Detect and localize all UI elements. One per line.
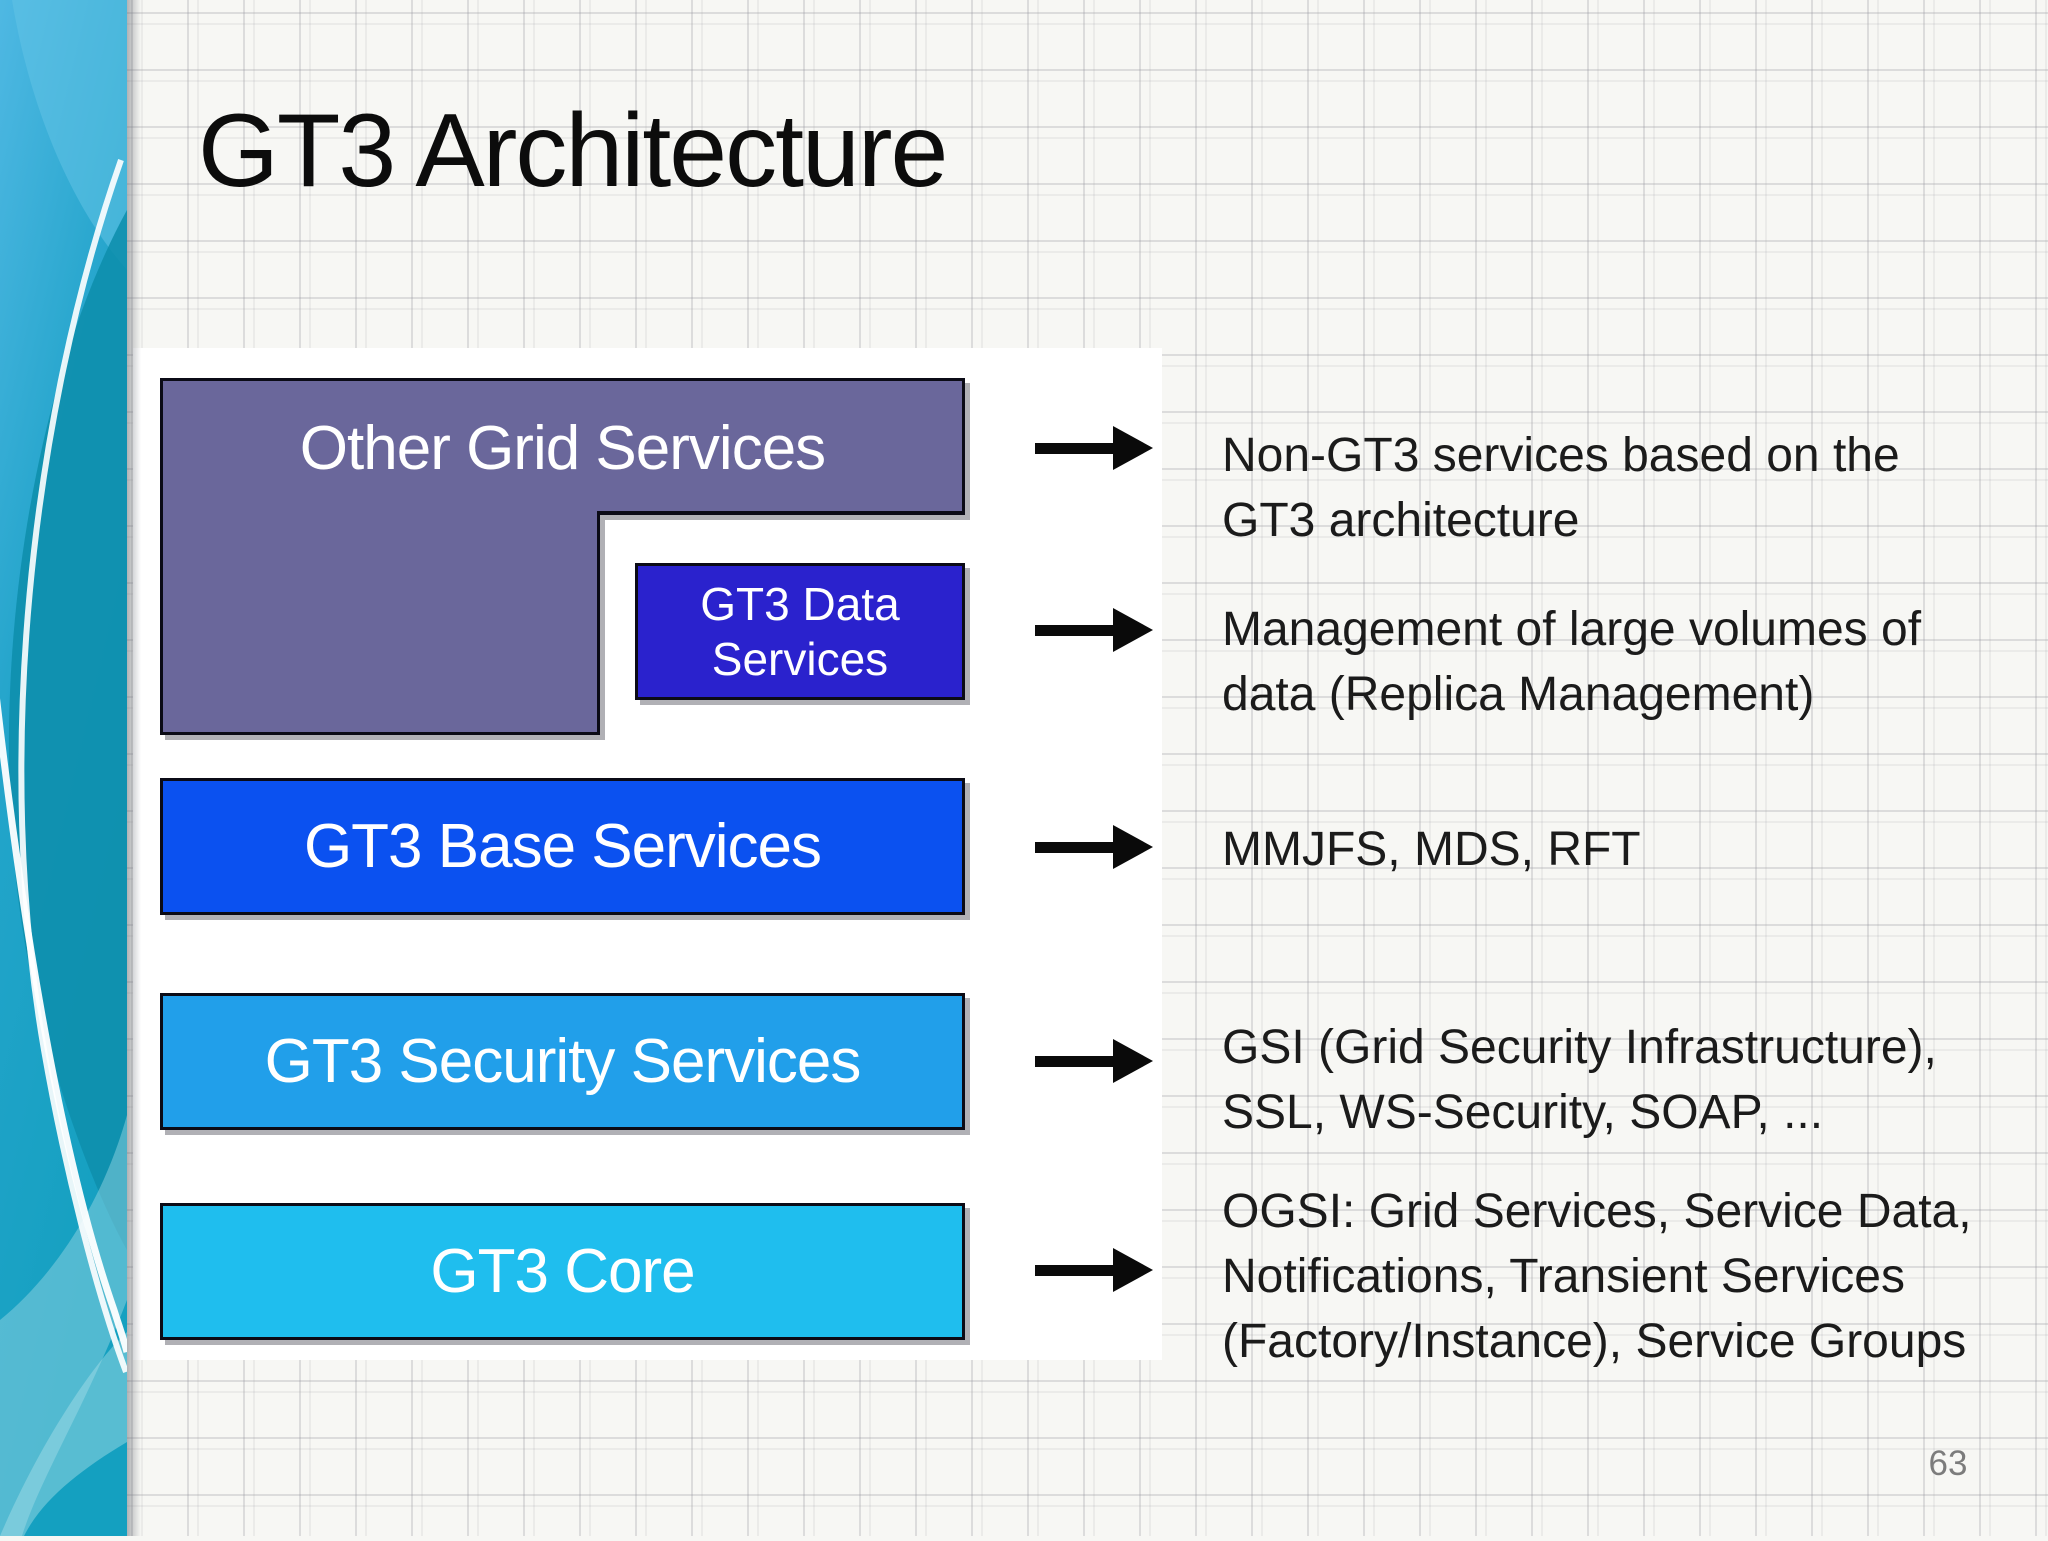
slide-title: GT3 Architecture [198,93,948,209]
arrow-head [1113,1248,1153,1292]
arrow-shaft [1035,841,1113,853]
arrow-right-icon [1035,1039,1153,1083]
sidebar-shadow [127,0,141,1536]
annotation-other-grid-services: Non-GT3 services based on the GT3 archit… [1222,429,1900,547]
arrow-right-icon [1035,825,1153,869]
box-gt3-base-services: GT3 Base Services [160,778,965,915]
box-gt3-core: GT3 Core [160,1203,965,1340]
arrow-head [1113,426,1153,470]
arrow-head [1113,1039,1153,1083]
arrow-shaft [1035,442,1113,454]
sidebar-swoosh-graphic [0,0,131,1536]
box-gt3-security-services: GT3 Security Services [160,993,965,1130]
swoosh-art [0,0,131,1536]
annotation-gt3-security-services: GSI (Grid Security Infrastructure), SSL,… [1222,1021,1937,1139]
annotation-gt3-base-services: MMJFS, MDS, RFT [1222,823,1641,876]
arrow-shaft [1035,624,1113,636]
page-number: 63 [1928,1444,1968,1483]
box-other-grid-services-lower [160,515,600,735]
arrow-head [1113,608,1153,652]
box-gt3-data-services: GT3 Data Services [635,563,965,700]
arrow-right-icon [1035,608,1153,652]
arrow-shaft [1035,1055,1113,1067]
box-gt3-core-label: GT3 Core [430,1237,695,1306]
annotation-gt3-core: OGSI: Grid Services, Service Data, Notif… [1222,1185,1972,1368]
box-gt3-security-services-label: GT3 Security Services [264,1027,862,1096]
box-other-grid-services-label: Other Grid Services [299,413,826,483]
arrow-shaft [1035,1264,1113,1276]
box-other-grid-services: Other Grid Services [160,378,965,515]
arrow-right-icon [1035,426,1153,470]
arrow-right-icon [1035,1248,1153,1292]
arrow-head [1113,825,1153,869]
box-other-grid-services-notch-border [597,511,965,515]
box-gt3-base-services-label: GT3 Base Services [303,812,822,881]
box-gt3-data-services-label: GT3 Data Services [700,578,900,685]
annotation-gt3-data-services: Management of large volumes of data (Rep… [1222,603,1922,721]
